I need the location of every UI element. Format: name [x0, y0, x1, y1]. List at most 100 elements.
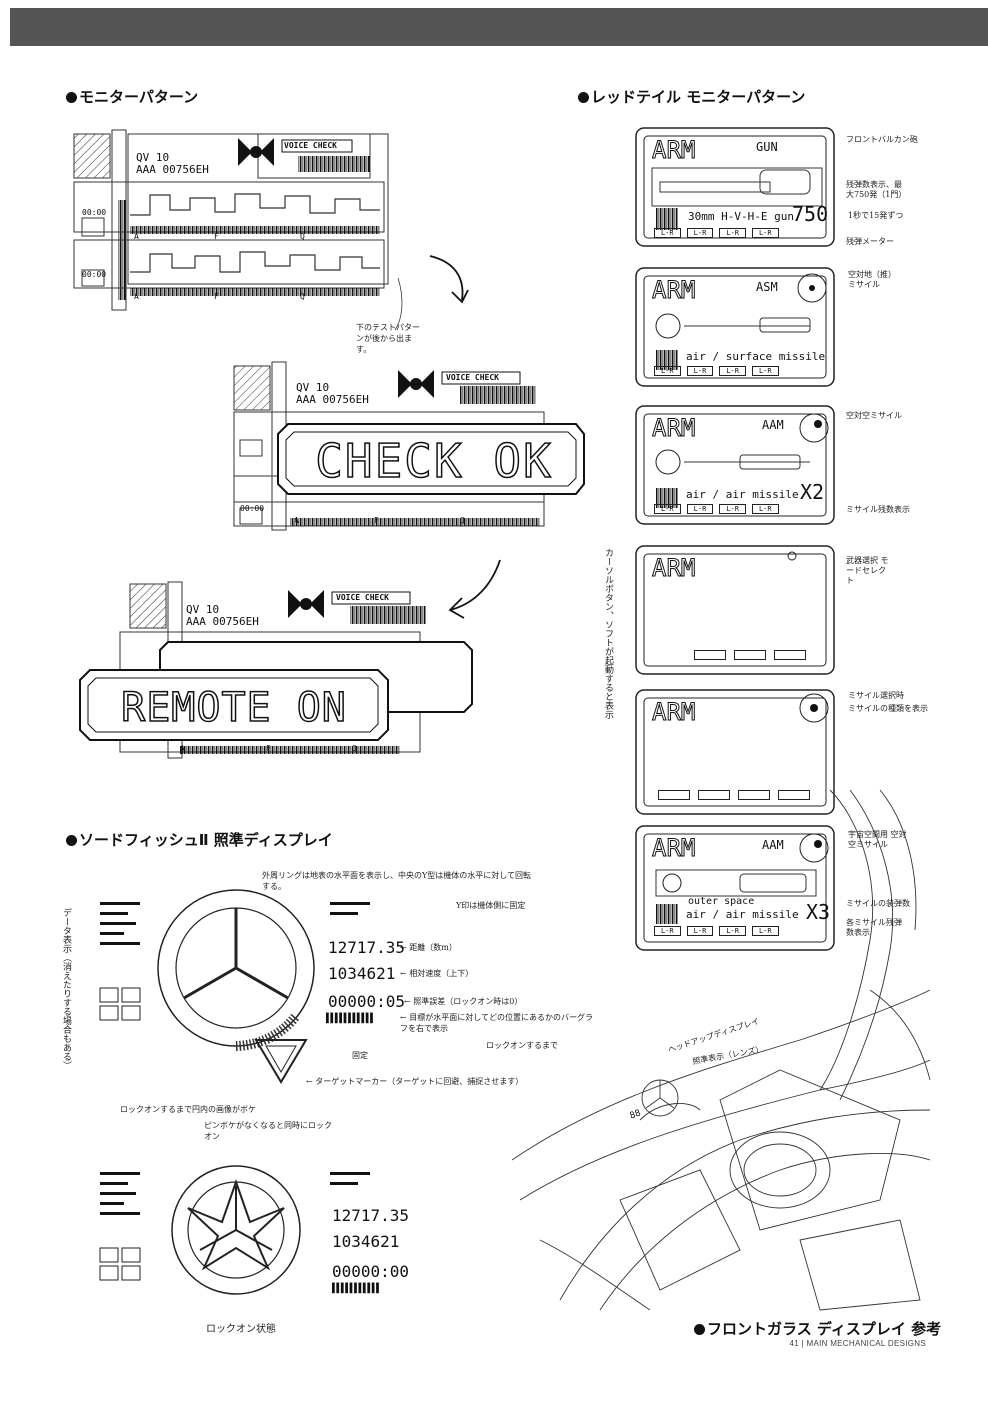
bullet-icon [66, 835, 77, 846]
panel-weapon: AAM [762, 838, 784, 852]
sight-note-y: Y印は機体側に固定 [456, 901, 526, 910]
lr-button[interactable]: L-R [686, 366, 714, 376]
panel-button-row: L-R L-R L-R L-R [654, 926, 779, 936]
note-aam: 空対空ミサイル [846, 411, 902, 420]
panel-caption-line1: outer space [688, 896, 755, 907]
note-gun-4: 残弾メーター [846, 237, 894, 246]
id-line-2: AAA 00756EH [136, 163, 209, 176]
note-x3b: 各ミサイル残弾数表示 [846, 918, 902, 937]
lr-button[interactable]: L-R [751, 366, 779, 376]
sight-display-locked [99, 1165, 370, 1295]
monitor-2 [233, 361, 585, 531]
header-bar [10, 8, 988, 46]
note-missile-select: ミサイル選択時 [848, 691, 904, 700]
blank-button[interactable] [778, 790, 810, 800]
lr-button[interactable]: L-R [654, 366, 681, 376]
sight-note-speed: ← 相対速度（上下） [400, 969, 474, 978]
id-line-1: QV 10 [136, 151, 170, 164]
sight-note-lockon-1: ロックオンするまで円内の画像がボケ [120, 1105, 256, 1114]
voice-check-label: VOICE CHECK [336, 593, 389, 602]
arrow-icon [449, 559, 501, 611]
sight-display-unlocked [99, 889, 370, 1084]
monitor-note: 下のテストパターンが後から出ます。 [356, 323, 420, 354]
check-ok-text: CHECK OK [314, 434, 553, 488]
lr-button[interactable]: L-R [686, 926, 714, 936]
page-number: 41 [789, 1339, 800, 1348]
bar-gauge: ▌▌▌▌▌▌▌▌▌▌▌ [326, 1014, 376, 1024]
front-glass-sketch [511, 789, 931, 1311]
sight-note-top: 外周リングは地表の水平面を表示し、中央のY型は機体の水平に対して回転する。 [262, 871, 532, 891]
lr-button[interactable]: L-R [654, 504, 681, 514]
monitor-3-id: QV 10 AAA 00756EH [186, 604, 259, 628]
sight-note-lock: ← 照準誤差（ロックオン時は0） [404, 997, 523, 1006]
panel-caption: 30mm H-V-H-E gun [688, 210, 794, 223]
lr-button[interactable]: L-R [654, 926, 681, 936]
panel-weapon: ASM [756, 280, 778, 294]
channel-label: Q [300, 292, 305, 301]
bar-gauge-locked: ▌▌▌▌▌▌▌▌▌▌▌ [332, 1284, 382, 1294]
channel-label: A [134, 232, 139, 241]
panel-caption: air / air missile [686, 488, 799, 501]
lr-button[interactable]: L-R [719, 228, 746, 238]
blank-button[interactable] [698, 790, 730, 800]
sight-note-fixed: 固定 [352, 1051, 368, 1060]
lr-button[interactable]: L-R [654, 228, 681, 238]
panel-count: X2 [800, 480, 825, 504]
panel-title: ARM [651, 554, 696, 583]
redtail-panels [635, 127, 835, 951]
channel-label: Q [300, 232, 305, 241]
channel-label: A [294, 516, 299, 525]
panel-title: ARM [651, 698, 696, 727]
blank-button[interactable] [694, 650, 726, 660]
panel-button-row: L-R L-R L-R L-R [654, 366, 779, 376]
note-gun-3: 1秒で15発ずつ [848, 211, 904, 220]
monitor-1 [73, 129, 389, 311]
redtail-panel-asm [635, 267, 835, 387]
blank-button[interactable] [734, 650, 766, 660]
panel-title: ARM [651, 414, 696, 443]
panel-title: ARM [651, 136, 696, 165]
lr-button[interactable]: L-R [719, 366, 746, 376]
note-gun-1: フロントバルカン砲 [846, 135, 918, 144]
panel-weapon: AAM [762, 418, 784, 432]
bullet-icon [578, 92, 589, 103]
sight-note-lockon-2: ピンボケがなくなると同時にロックオン [204, 1121, 332, 1141]
note-x3: ミサイルの装弾数 [846, 899, 910, 908]
lr-button[interactable]: L-R [751, 228, 779, 238]
redtail-panel-blank-1 [635, 545, 835, 675]
channel-label: A [180, 744, 185, 753]
blank-button[interactable] [738, 790, 770, 800]
panel-count: 750 [792, 202, 829, 226]
id-line-2: AAA 00756EH [296, 393, 369, 406]
panel-button-row: L-R L-R L-R L-R [654, 228, 779, 238]
heading-front-glass: フロントガラス ディスプレイ 参考 [694, 1318, 941, 1339]
target-marker-icon [254, 1039, 308, 1084]
speed-readout: 1034621 [328, 964, 396, 983]
panel-title: ARM [651, 276, 696, 305]
panel-count: X3 [806, 900, 831, 924]
monitor-1-id: QV 10 AAA 00756EH [136, 152, 209, 176]
blank-button[interactable] [658, 790, 690, 800]
lockon-state-caption: ロックオン状態 [206, 1324, 276, 1335]
lr-button[interactable]: L-R [719, 504, 746, 514]
lr-button[interactable]: L-R [751, 926, 779, 936]
lock-time-readout-locked: 00000:00 [332, 1262, 410, 1281]
monitor-2-id: QV 10 AAA 00756EH [296, 382, 369, 406]
lr-button[interactable]: L-R [751, 504, 779, 514]
sight-note-bars: ← 目標が水平面に対してどの位置にあるかのバーグラフを右で表示 [400, 1013, 594, 1033]
lr-button[interactable]: L-R [686, 504, 714, 514]
sight-note-range: ← 距離（数m） [400, 943, 457, 952]
channel-label: Q [460, 516, 465, 525]
range-readout-locked: 12717.35 [332, 1206, 410, 1225]
channel-label: F [214, 232, 219, 241]
page-footer: 41 | MAIN MECHANICAL DESIGNS [789, 1339, 926, 1348]
lr-button[interactable]: L-R [719, 926, 746, 936]
arrow-icon [429, 255, 464, 301]
panel-title: ARM [651, 834, 696, 863]
sight-note-triangle: ← ターゲットマーカー（ターゲットに回避、捕捉させます） [306, 1077, 524, 1086]
lr-button[interactable]: L-R [686, 228, 714, 238]
id-line-2: AAA 00756EH [186, 615, 259, 628]
blank-button[interactable] [774, 650, 806, 660]
